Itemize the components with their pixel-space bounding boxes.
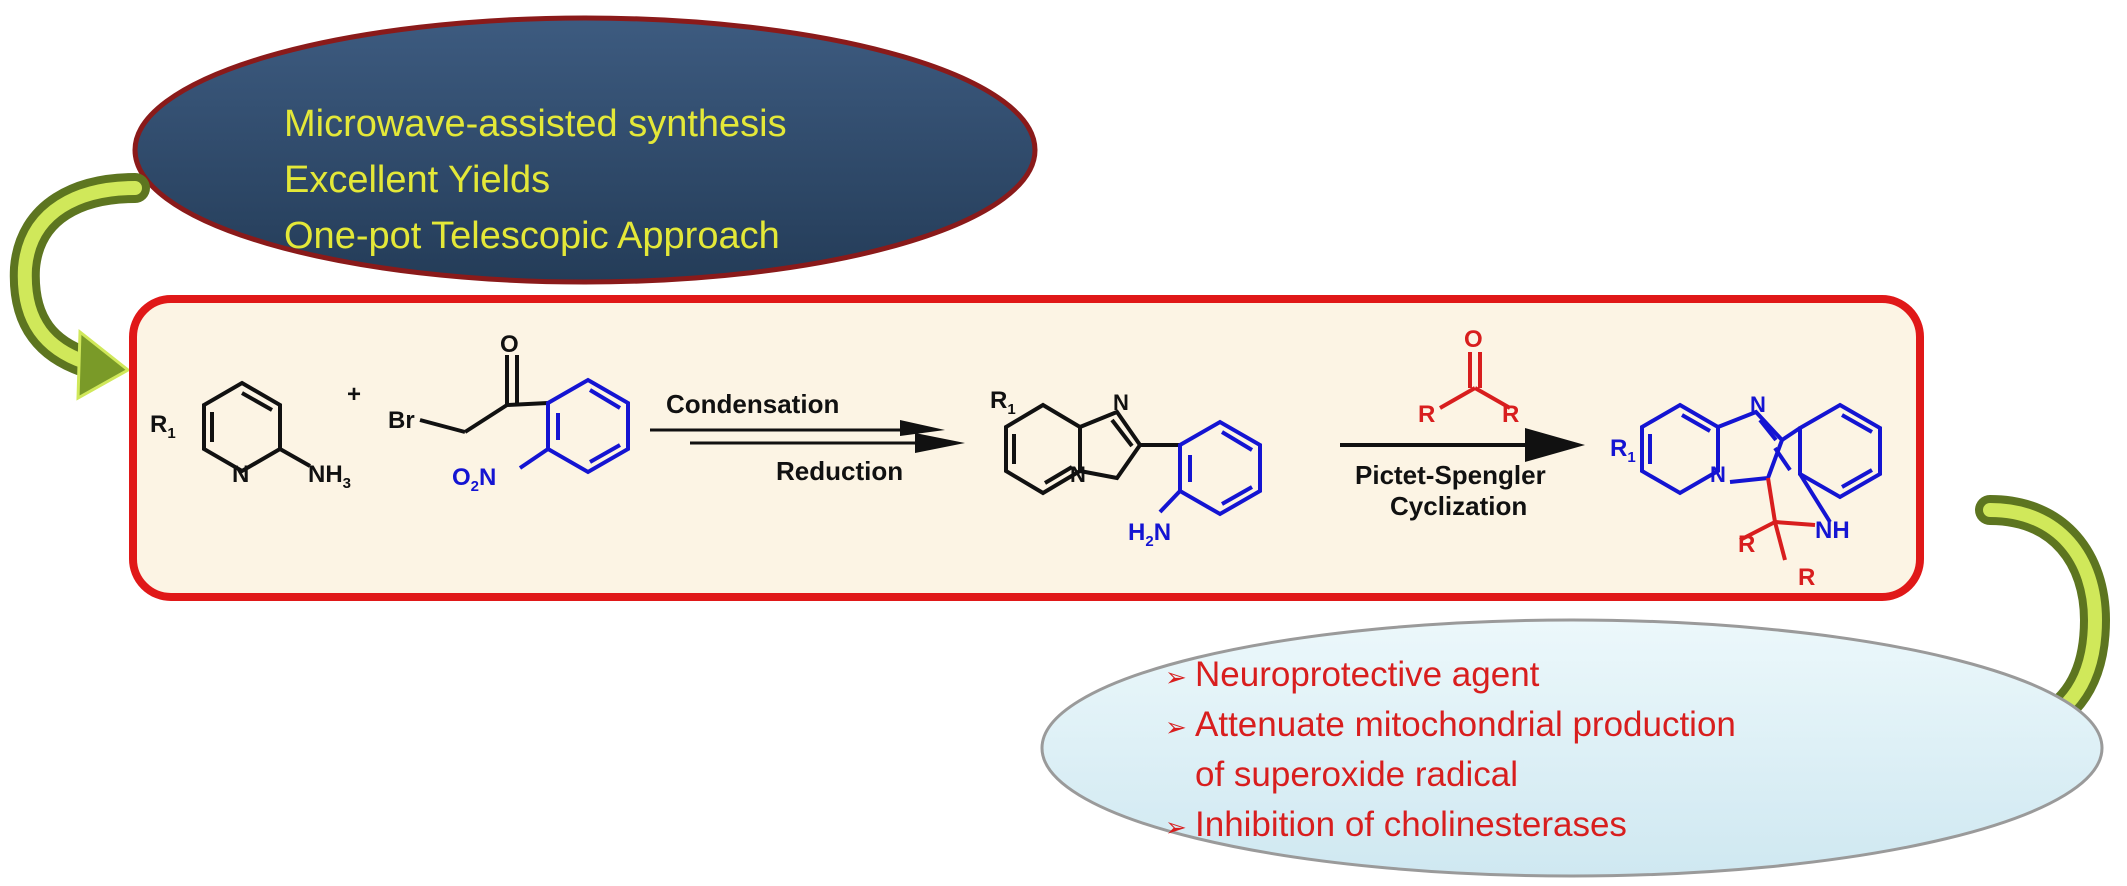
plus-sign: +	[347, 381, 361, 408]
h2n-label: H2N	[1128, 519, 1171, 550]
bullet-arrow-icon: ➢	[1165, 712, 1187, 742]
product-n-bridge: N	[1710, 462, 1726, 487]
ketone-reagent	[1439, 352, 1511, 410]
curved-arrow-left-icon	[9, 173, 150, 401]
applications-ellipse	[1040, 618, 2104, 878]
product-n-top: N	[1750, 392, 1766, 417]
application-item: ➢Attenuate mitochondrial production	[1165, 700, 1885, 752]
product-r-left: R	[1738, 531, 1755, 558]
ketone-r-right: R	[1502, 401, 1519, 428]
nitrophenyl-ring	[506, 377, 630, 475]
product-nh-label: NH	[1815, 517, 1850, 544]
application-item: ➢Inhibition of cholinesterases	[1165, 800, 1885, 852]
aniline-ring	[1158, 419, 1262, 517]
r1-label-2: R1	[990, 387, 1016, 418]
condensation-label: Condensation	[666, 389, 839, 419]
br-label: Br	[388, 407, 415, 434]
no2-label: O2N	[452, 464, 496, 495]
bullet-arrow-icon: ➢	[1165, 662, 1187, 692]
reaction-arrow-1	[650, 420, 965, 453]
feature-1: Microwave-assisted synthesis	[284, 103, 787, 145]
application-item: of superoxide radical	[1195, 755, 1518, 794]
pyridine-n-label: N	[232, 461, 249, 488]
pictet-spengler-label: Pictet-Spengler	[1355, 460, 1546, 490]
product-cr2	[1739, 477, 1816, 561]
feature-2: Excellent Yields	[284, 159, 551, 201]
ketone-o-label: O	[1464, 326, 1483, 353]
application-item: ➢Neuroprotective agent	[1165, 650, 1885, 702]
r1-label: R1	[150, 411, 176, 442]
carbonyl-o-label: O	[500, 331, 519, 358]
feature-3: One-pot Telescopic Approach	[284, 215, 780, 257]
nh3-label: NH3	[308, 461, 351, 492]
imidazopyridine-structure	[1004, 402, 1180, 496]
bridge-n-label: N	[1070, 462, 1086, 487]
product-r-bottom: R	[1798, 564, 1815, 591]
reaction-arrow-2	[1340, 428, 1585, 462]
aminopyridine-structure	[202, 380, 311, 474]
imidazole-n-label: N	[1113, 390, 1129, 415]
ketone-r-left: R	[1418, 401, 1435, 428]
product-r1-label: R1	[1610, 435, 1636, 466]
features-ellipse	[132, 15, 1038, 285]
bromoketone-chain	[419, 355, 519, 434]
bullet-arrow-icon: ➢	[1165, 812, 1187, 842]
cyclization-label: Cyclization	[1390, 491, 1527, 521]
reaction-box	[129, 295, 1924, 601]
product-structure	[1640, 402, 1882, 524]
reduction-label: Reduction	[776, 456, 903, 486]
